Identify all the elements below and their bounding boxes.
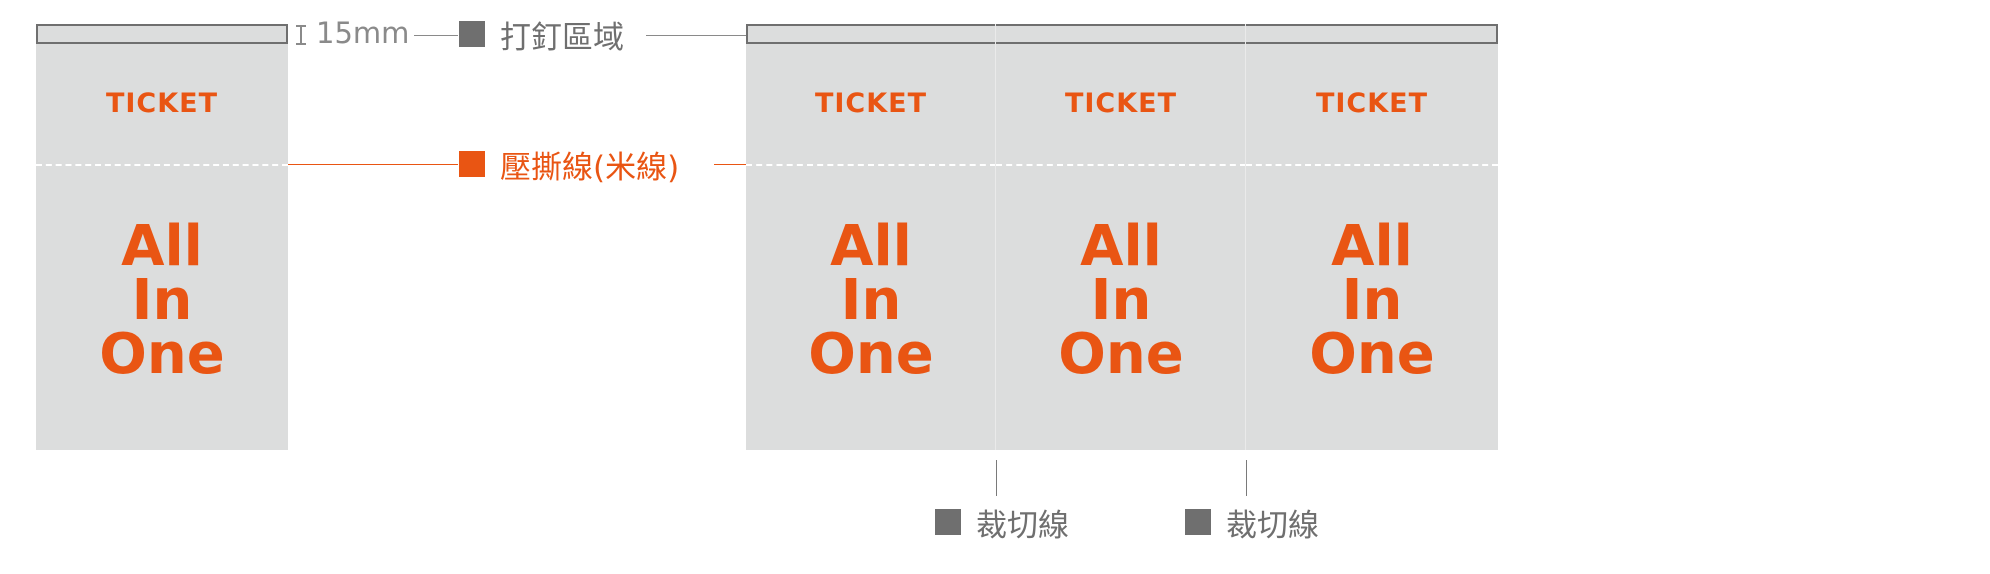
cut-line-2 bbox=[1245, 24, 1246, 450]
perforation-leader-right bbox=[714, 164, 746, 165]
staple-area-label: 打釘區域 bbox=[500, 20, 624, 56]
staple-area-square bbox=[459, 21, 485, 47]
ticket-label: TICKET bbox=[105, 88, 219, 119]
cut-line-2-label: 裁切線 bbox=[1226, 508, 1319, 544]
cut-line-2-square bbox=[1185, 509, 1211, 535]
ticket-group-1: TICKET All In One bbox=[746, 44, 996, 450]
staple-leader-right bbox=[646, 35, 746, 36]
cut-line-1-square bbox=[935, 509, 961, 535]
ticket-main-text: All In One bbox=[1058, 214, 1184, 387]
ticket-single: TICKET All In One bbox=[36, 44, 288, 450]
perforation-line bbox=[36, 164, 288, 166]
cut-line-1-label: 裁切線 bbox=[976, 508, 1069, 544]
cut-line-1-leader bbox=[996, 460, 997, 496]
perforation-square bbox=[459, 151, 485, 177]
ticket-label: TICKET bbox=[1064, 88, 1178, 119]
perforation-line bbox=[746, 164, 996, 166]
ticket-group-3: TICKET All In One bbox=[1246, 44, 1498, 450]
ticket-main-text: All In One bbox=[808, 214, 934, 387]
staple-strip-group bbox=[746, 24, 1498, 44]
staple-leader-left bbox=[414, 35, 458, 36]
perforation-line bbox=[996, 164, 1246, 166]
cut-line-2-leader bbox=[1246, 460, 1247, 496]
ticket-label: TICKET bbox=[1315, 88, 1429, 119]
ticket-main-text: All In One bbox=[99, 214, 225, 387]
dimension-label: 15mm bbox=[316, 16, 410, 50]
perforation-label: 壓撕線(米線) bbox=[500, 150, 680, 186]
ticket-group-2: TICKET All In One bbox=[996, 44, 1246, 450]
cut-line-1 bbox=[995, 24, 996, 450]
dimension-i-icon bbox=[296, 25, 306, 45]
perforation-leader-left bbox=[288, 164, 458, 165]
staple-strip-single bbox=[36, 24, 288, 44]
perforation-line bbox=[1246, 164, 1498, 166]
ticket-label: TICKET bbox=[814, 88, 928, 119]
ticket-main-text: All In One bbox=[1309, 214, 1435, 387]
